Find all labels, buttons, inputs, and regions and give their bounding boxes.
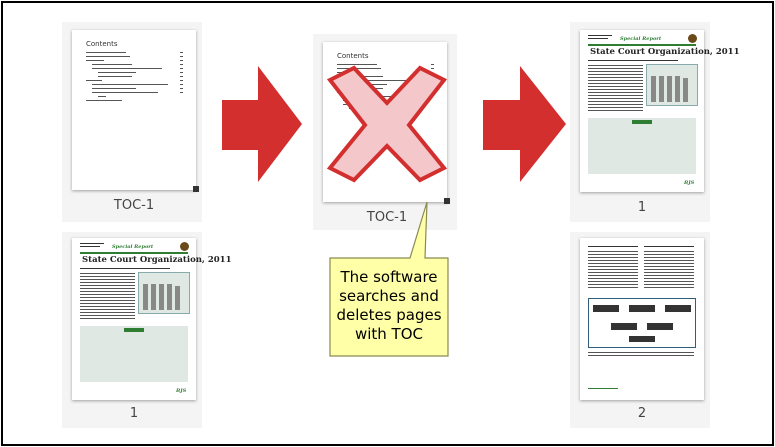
flowchart-figure — [588, 298, 696, 348]
thumbnail-toc-top-left[interactable]: Contents TOC-1 — [62, 22, 202, 222]
callout-line: deletes pages — [336, 306, 442, 324]
report-tag: Special Report — [620, 36, 662, 42]
thumbnail-caption: 1 — [129, 406, 139, 421]
cross-icon — [326, 65, 448, 183]
highlights-box — [80, 326, 188, 382]
report-title: State Court Organization, 2011 — [82, 255, 232, 265]
arrow-right-icon — [483, 66, 566, 182]
callout-line: with TOC — [354, 325, 424, 343]
thumbnail-report-bottom-left[interactable]: Special Report State Court Organization,… — [62, 232, 232, 428]
callout-line: searches and — [339, 287, 439, 305]
report-title: State Court Organization, 2011 — [590, 47, 740, 57]
report-tag: Special Report — [112, 244, 154, 250]
thumbnail-caption: TOC-1 — [366, 210, 408, 225]
resize-handle[interactable] — [444, 198, 450, 204]
report-page: Special Report State Court Organization,… — [72, 238, 232, 400]
toc-heading: Contents — [337, 52, 369, 60]
seal-icon — [180, 242, 189, 251]
toc-page: Contents — [72, 30, 196, 190]
thumbnail-caption: TOC-1 — [113, 198, 155, 213]
thumbnail-page-bottom-right[interactable]: 2 — [570, 232, 710, 428]
toc-heading: Contents — [86, 40, 118, 48]
page-two — [580, 238, 704, 400]
callout-line: The software — [340, 268, 438, 286]
callout-text: The software searches and deletes pages … — [330, 268, 448, 344]
report-page: Special Report State Court Organization,… — [580, 30, 740, 192]
arrow-right-icon — [222, 66, 302, 182]
thumbnail-caption: 1 — [637, 200, 647, 215]
callout-bubble — [329, 201, 449, 357]
resize-handle[interactable] — [193, 186, 199, 192]
chart-figure — [138, 272, 190, 314]
highlights-box — [588, 118, 696, 174]
seal-icon — [688, 34, 697, 43]
thumbnail-report-top-right[interactable]: Special Report State Court Organization,… — [570, 22, 740, 222]
thumbnail-caption: 2 — [637, 406, 647, 421]
chart-figure — [646, 64, 698, 106]
